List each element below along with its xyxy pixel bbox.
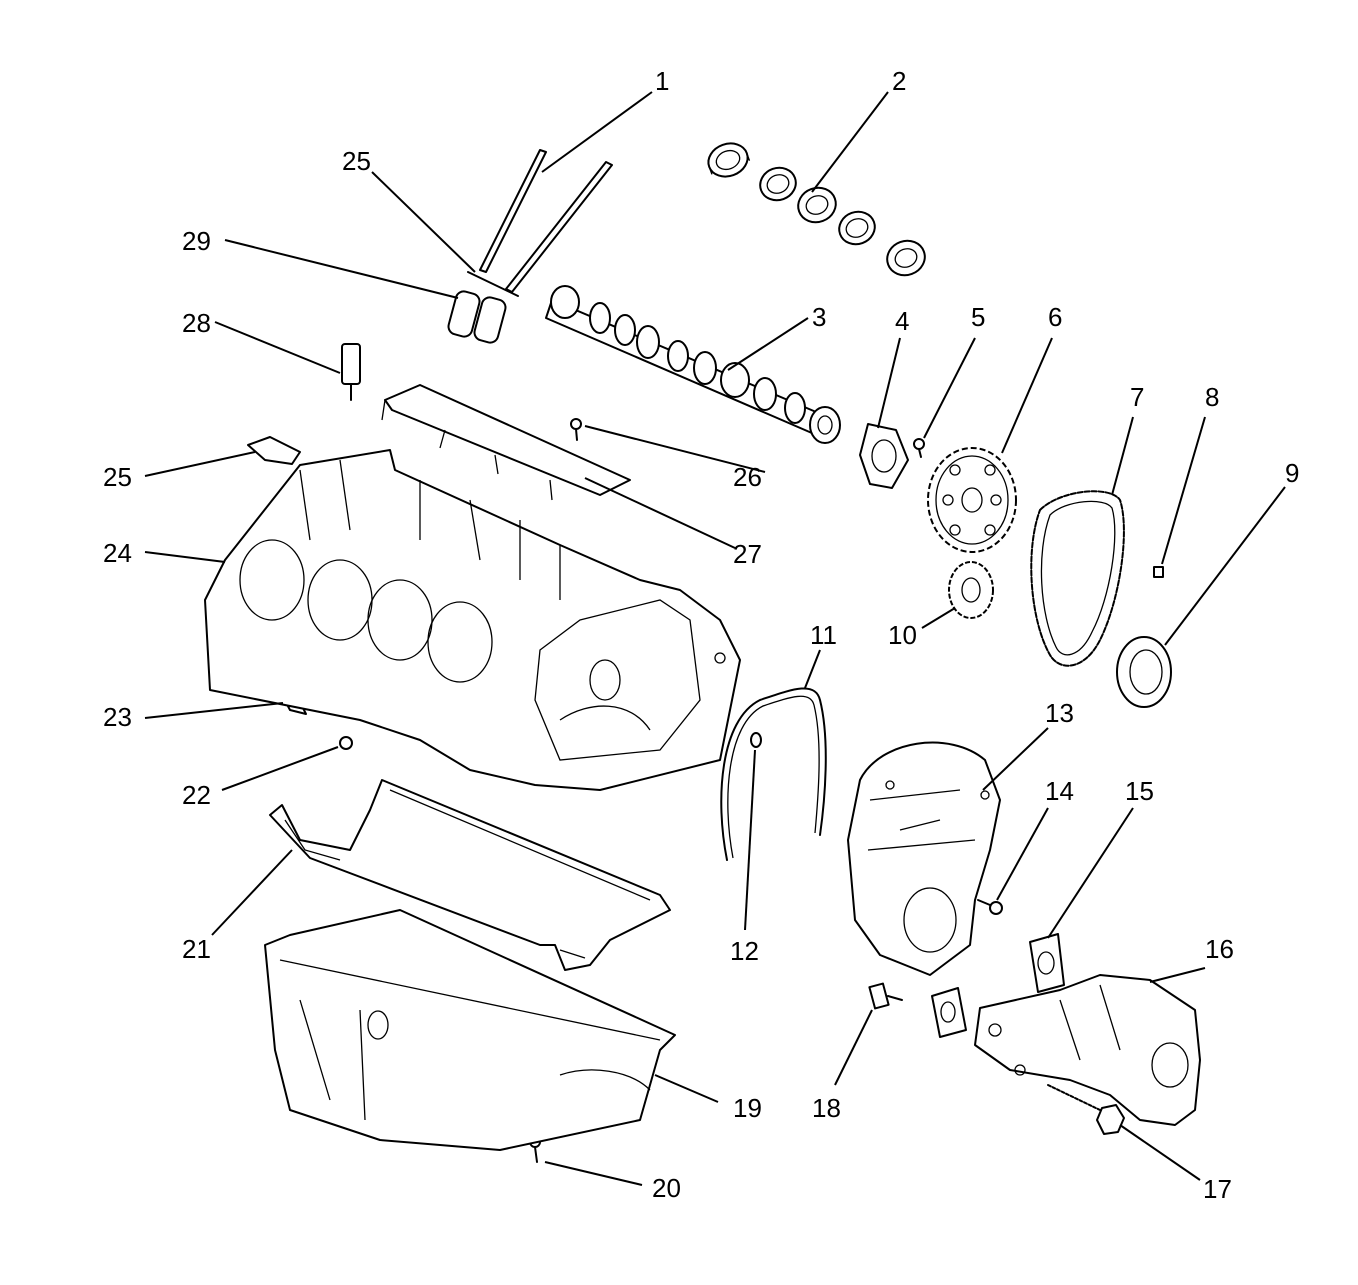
callout-10: 10 (888, 620, 917, 650)
callout-1: 1 (655, 66, 669, 96)
camshaft-sprocket (927, 447, 1017, 553)
water-pump-gaskets (931, 933, 1065, 1038)
crankshaft-seal (1116, 636, 1172, 708)
camshaft (545, 285, 841, 444)
oil-pressure-sender (341, 343, 361, 401)
front-cover (847, 741, 1001, 976)
callout-25-lower: 25 (103, 462, 132, 492)
callout-5: 5 (971, 302, 985, 332)
water-pump (974, 974, 1201, 1126)
engine-block (204, 449, 741, 791)
callout-26: 26 (733, 462, 762, 492)
camshaft-bearings (707, 142, 926, 277)
callout-12: 12 (730, 936, 759, 966)
thrust-plate (859, 423, 909, 489)
timing-chain (1030, 490, 1125, 667)
callout-7: 7 (1130, 382, 1144, 412)
bolt-14 (977, 899, 1003, 915)
callout-28: 28 (182, 308, 211, 338)
pushrod-guide-25 (467, 271, 519, 297)
sensor-18 (868, 982, 903, 1010)
crankshaft-sprocket (948, 561, 994, 619)
front-cover-gasket (720, 687, 827, 861)
callout-29: 29 (182, 226, 211, 256)
callout-17: 17 (1203, 1174, 1232, 1204)
leader-lines (144, 91, 1286, 1186)
callout-22: 22 (182, 780, 211, 810)
callout-18: 18 (812, 1093, 841, 1123)
callout-21: 21 (182, 934, 211, 964)
callout-16: 16 (1205, 934, 1234, 964)
callout-20: 20 (652, 1173, 681, 1203)
callout-6: 6 (1048, 302, 1062, 332)
callout-13: 13 (1045, 698, 1074, 728)
plug-22 (339, 736, 353, 750)
callout-8: 8 (1205, 382, 1219, 412)
callout-24: 24 (103, 538, 132, 568)
valve-lifters (447, 290, 507, 344)
plug-8 (1153, 566, 1164, 578)
dowel-12 (750, 732, 762, 748)
callout-labels: 1 2 3 4 5 6 7 8 9 10 11 12 13 14 15 16 1… (103, 66, 1299, 1204)
callout-27: 27 (733, 539, 762, 569)
callout-11: 11 (810, 620, 837, 650)
block-plate-25 (247, 436, 301, 465)
callout-2: 2 (892, 66, 906, 96)
bolt-26 (570, 418, 582, 441)
callout-15: 15 (1125, 776, 1154, 806)
callout-14: 14 (1045, 776, 1074, 806)
callout-25-upper: 25 (342, 146, 371, 176)
callout-23: 23 (103, 702, 132, 732)
oil-pan-gasket (269, 779, 671, 971)
callout-9: 9 (1285, 458, 1299, 488)
oil-pan (264, 909, 676, 1151)
stud-and-nut (1047, 1084, 1125, 1135)
push-rods (479, 149, 613, 293)
callout-4: 4 (895, 306, 909, 336)
callout-19: 19 (733, 1093, 762, 1123)
callout-3: 3 (812, 302, 826, 332)
lifter-retainer (381, 384, 631, 501)
bolt-5 (913, 438, 925, 458)
